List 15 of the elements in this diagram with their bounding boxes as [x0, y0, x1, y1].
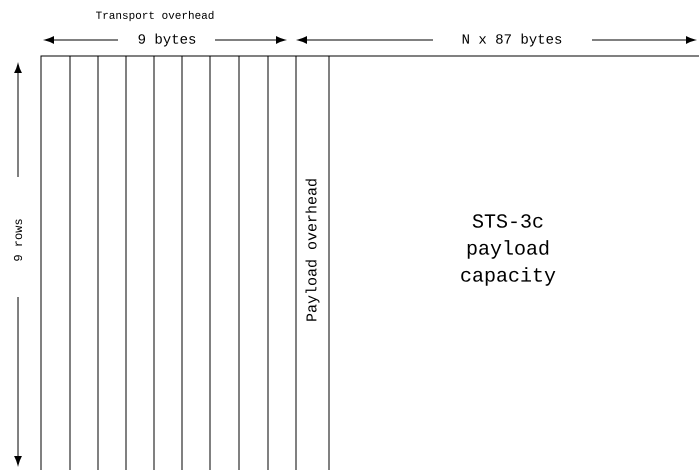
overhead-column: Payload overhead — [296, 56, 330, 470]
column-box — [40, 56, 70, 470]
dimension-line: 9 bytes — [44, 33, 286, 47]
column-box — [70, 56, 98, 470]
column-box — [268, 56, 296, 470]
column-box — [238, 56, 268, 470]
column-box — [98, 56, 126, 470]
column-box — [126, 56, 154, 470]
column-box — [210, 56, 240, 470]
dimension-label: Transport overhead — [96, 10, 214, 22]
dimension-line: 9 rows — [14, 64, 22, 466]
payload-area: STS-3c payload capacity — [328, 56, 699, 470]
column-box — [182, 56, 210, 470]
dimension-line: N x 87 bytes — [298, 33, 696, 47]
column-box — [154, 56, 182, 470]
